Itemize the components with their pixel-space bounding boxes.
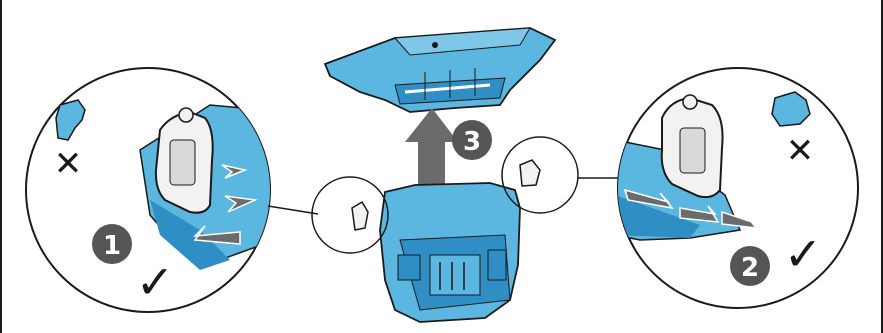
x-mark-icon: ✕ xyxy=(54,144,83,184)
check-mark-icon: ✓ xyxy=(784,227,823,281)
small-latch-right xyxy=(520,160,540,186)
zoom-circle-right xyxy=(502,137,578,213)
detail-circle-left: ✕ 1 ✓ xyxy=(26,68,275,312)
step-number-2: 2 xyxy=(741,253,759,283)
zoom-circle-left xyxy=(312,177,388,253)
check-mark-icon: ✓ xyxy=(136,255,175,309)
step-number-1: 1 xyxy=(103,231,121,261)
leader-line-left xyxy=(268,206,318,214)
lid-part xyxy=(325,28,555,112)
step-number-3: 3 xyxy=(463,127,481,157)
base-container xyxy=(380,183,520,322)
x-mark-icon: ✕ xyxy=(786,131,815,171)
detail-circle-right: ✕ 2 ✓ xyxy=(615,68,858,308)
small-latch-left xyxy=(352,202,368,230)
